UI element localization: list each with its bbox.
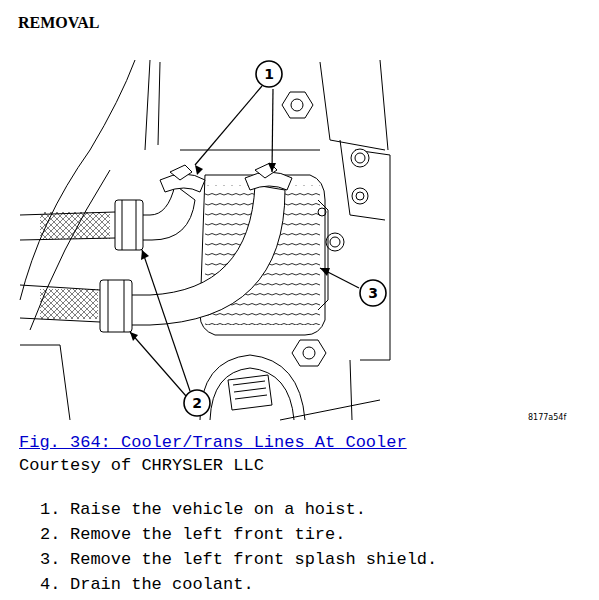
figure-link: Fig. 364: Cooler/Trans Lines At Cooler (19, 433, 407, 452)
step-text: Remove the left front tire. (70, 525, 345, 544)
callout-number: 1 (255, 60, 283, 88)
callout-number: 3 (359, 279, 387, 307)
callout-circle: 2 (183, 389, 211, 417)
callout-circle: 3 (359, 279, 387, 307)
credit-line: Courtesy of CHRYSLER LLC (19, 456, 264, 475)
step-text: Drain the coolant. (70, 575, 254, 594)
callout-number: 2 (183, 389, 211, 417)
step-text: Raise the vehicle on a hoist. (70, 500, 366, 519)
step-number: 2. (40, 525, 60, 544)
step-number: 4. (40, 575, 60, 594)
step-number: 3. (40, 550, 60, 569)
figure-code: 8177a54f (528, 413, 566, 422)
step-text: Remove the left front splash shield. (70, 550, 437, 569)
callout-circle: 1 (255, 60, 283, 88)
section-title: REMOVAL (18, 14, 100, 32)
step-number: 1. (40, 500, 60, 519)
